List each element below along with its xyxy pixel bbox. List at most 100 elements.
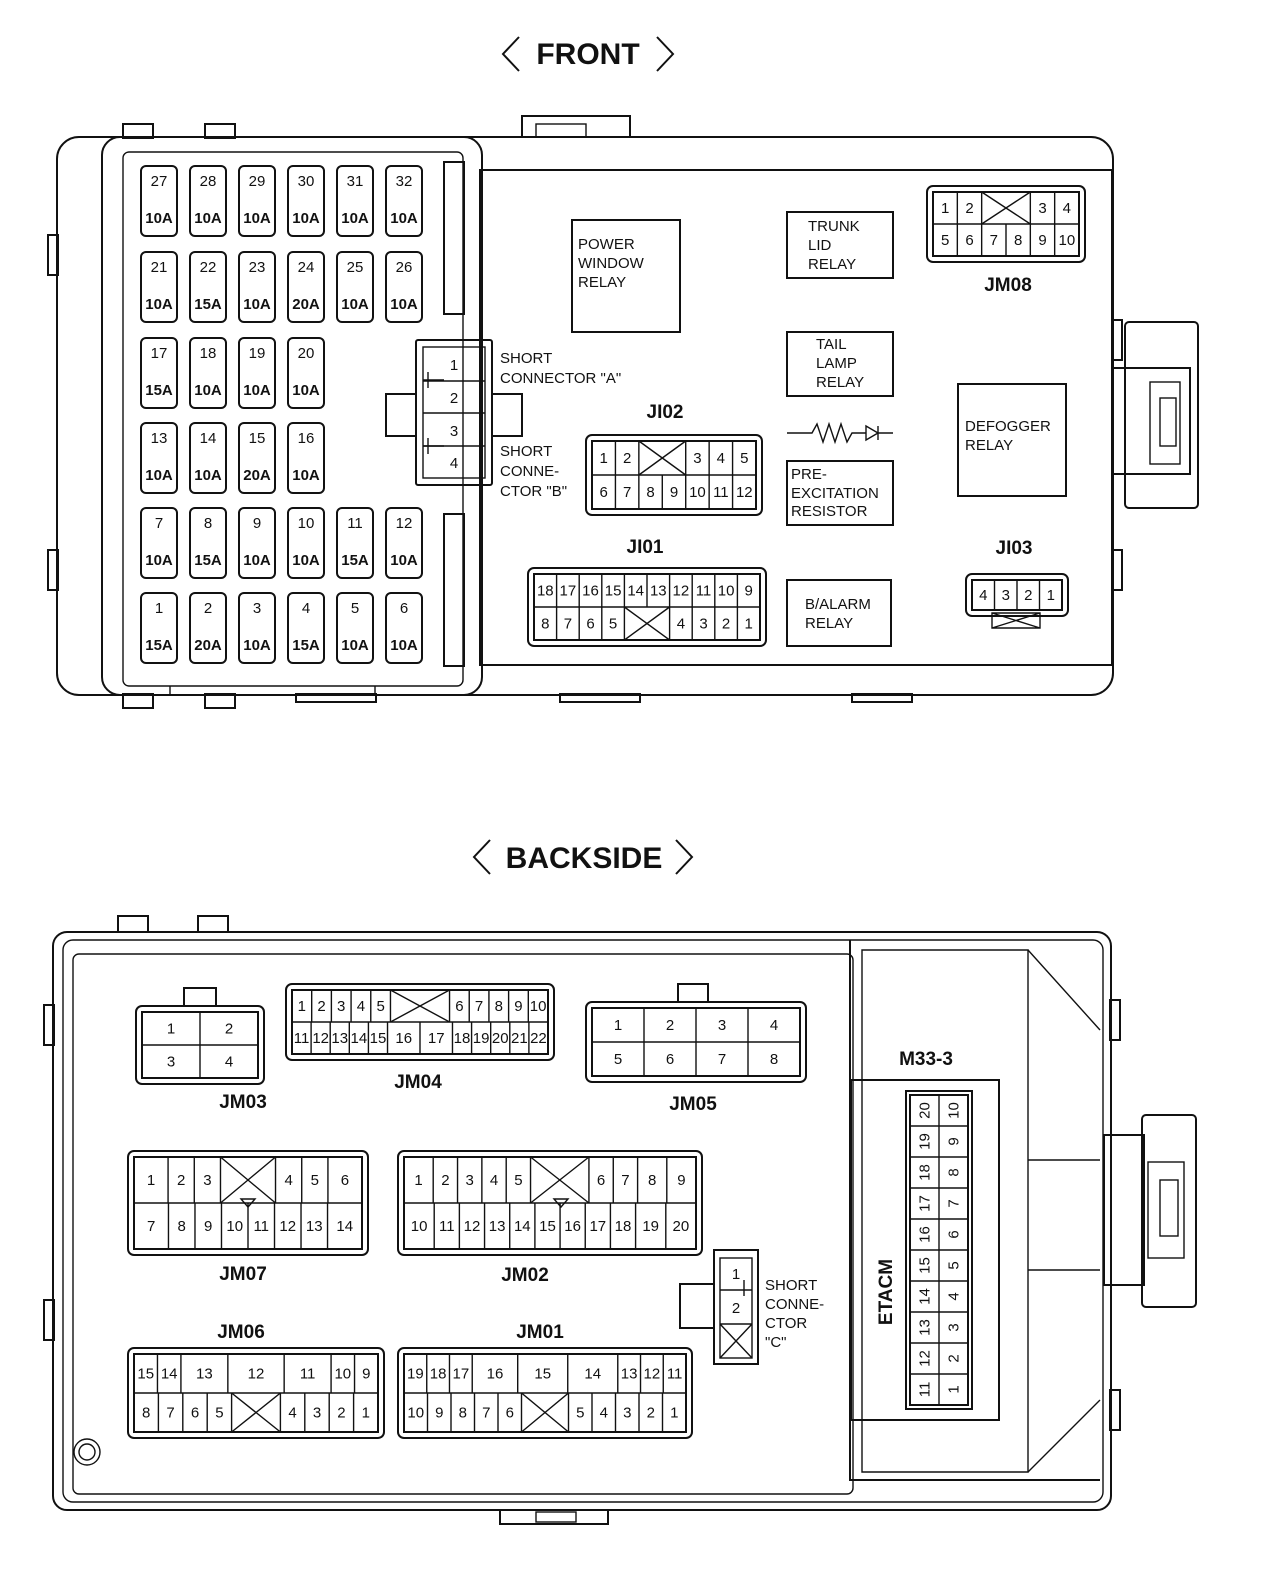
fuse-number: 21 bbox=[151, 259, 168, 276]
pin-16: 16 bbox=[395, 1030, 412, 1047]
pin-7: 7 bbox=[718, 1051, 726, 1068]
fuse-number: 17 bbox=[151, 345, 168, 362]
svg-text:SHORT: SHORT bbox=[500, 350, 552, 367]
pin-14: 14 bbox=[584, 1366, 601, 1383]
pin-7: 7 bbox=[990, 232, 998, 249]
ji01-label: JI01 bbox=[627, 537, 664, 558]
fuse-number: 4 bbox=[302, 600, 310, 617]
pin-2: 2 bbox=[623, 450, 631, 467]
fuse-number: 32 bbox=[396, 173, 413, 190]
fuse-number: 5 bbox=[351, 600, 359, 617]
pin-4: 4 bbox=[357, 998, 365, 1015]
pin-6: 6 bbox=[191, 1405, 199, 1422]
pin-5: 5 bbox=[941, 232, 949, 249]
fuse-number: 7 bbox=[155, 515, 163, 532]
fuse-rating: 10A bbox=[292, 467, 320, 484]
pin-9: 9 bbox=[946, 1137, 963, 1145]
pin-3: 3 bbox=[718, 1017, 726, 1034]
svg-text:LID: LID bbox=[808, 237, 832, 254]
pin-7: 7 bbox=[147, 1218, 155, 1235]
fuse-number: 6 bbox=[400, 600, 408, 617]
fuse-number: 3 bbox=[253, 600, 261, 617]
pin-1: 1 bbox=[745, 616, 753, 633]
pin-2: 2 bbox=[965, 200, 973, 217]
fuse-number: 18 bbox=[200, 345, 217, 362]
pin-11: 11 bbox=[713, 484, 729, 501]
svg-text:2: 2 bbox=[732, 1300, 740, 1317]
pin-1: 1 bbox=[147, 1172, 155, 1189]
svg-text:RELAY: RELAY bbox=[816, 374, 864, 391]
fuse-rating: 10A bbox=[390, 210, 418, 227]
short-connector-a-b: 1 2 3 4 SHORT CONNECTOR "A" SHORT CONNE-… bbox=[385, 339, 621, 500]
fuse-number: 22 bbox=[200, 259, 217, 276]
fuse-number: 11 bbox=[347, 515, 363, 532]
pin-17: 17 bbox=[589, 1218, 606, 1235]
fuse-rating: 15A bbox=[194, 552, 222, 569]
trunk-lid-relay: TRUNK LID RELAY bbox=[786, 211, 894, 279]
pin-2: 2 bbox=[317, 998, 325, 1015]
pin-5: 5 bbox=[311, 1172, 319, 1189]
fuse-rating: 10A bbox=[292, 552, 320, 569]
svg-text:B/ALARM: B/ALARM bbox=[805, 596, 871, 613]
pin-13: 13 bbox=[621, 1366, 638, 1383]
svg-text:EXCITATION: EXCITATION bbox=[791, 485, 879, 502]
fuse-rating: 10A bbox=[341, 210, 369, 227]
pin-6: 6 bbox=[506, 1405, 514, 1422]
backside-title: BACKSIDE bbox=[472, 839, 694, 875]
pin-10: 10 bbox=[334, 1366, 351, 1383]
svg-text:CTOR "B": CTOR "B" bbox=[500, 483, 567, 500]
pin-4: 4 bbox=[1063, 200, 1071, 217]
fuse-rating: 10A bbox=[243, 552, 271, 569]
pin-3: 3 bbox=[693, 450, 701, 467]
pin-4: 4 bbox=[946, 1292, 963, 1300]
pin-20: 20 bbox=[673, 1218, 690, 1235]
pin-15: 15 bbox=[539, 1218, 556, 1235]
pin-9: 9 bbox=[435, 1405, 443, 1422]
pin-6: 6 bbox=[597, 1172, 605, 1189]
pin-9: 9 bbox=[204, 1218, 212, 1235]
pin-15: 15 bbox=[370, 1030, 387, 1047]
svg-text:RELAY: RELAY bbox=[965, 437, 1013, 454]
fuse-rating: 10A bbox=[390, 296, 418, 313]
pin-5: 5 bbox=[215, 1405, 223, 1422]
pin-18: 18 bbox=[917, 1164, 934, 1181]
fuse-rating: 10A bbox=[341, 637, 369, 654]
pin-21: 21 bbox=[511, 1030, 528, 1047]
pin-1: 1 bbox=[941, 200, 949, 217]
pin-8: 8 bbox=[648, 1172, 656, 1189]
pin-4: 4 bbox=[225, 1054, 233, 1071]
pin-14: 14 bbox=[351, 1030, 368, 1047]
pin-13: 13 bbox=[489, 1218, 506, 1235]
jm08-label: JM08 bbox=[984, 275, 1032, 296]
pin-4: 4 bbox=[717, 450, 725, 467]
fuse-rating: 10A bbox=[194, 382, 222, 399]
pin-9: 9 bbox=[362, 1366, 370, 1383]
ji02-label: JI02 bbox=[647, 402, 684, 423]
svg-text:CTOR: CTOR bbox=[765, 1315, 807, 1332]
pin-2: 2 bbox=[722, 616, 730, 633]
pin-2: 2 bbox=[225, 1021, 233, 1038]
pin-15: 15 bbox=[137, 1366, 154, 1383]
pin-6: 6 bbox=[965, 232, 973, 249]
fuse-rating: 10A bbox=[243, 210, 271, 227]
fuse-number: 10 bbox=[298, 515, 315, 532]
pin-6: 6 bbox=[600, 484, 608, 501]
pin-3: 3 bbox=[1038, 200, 1046, 217]
pin-6: 6 bbox=[666, 1051, 674, 1068]
jm05-label: JM05 bbox=[669, 1094, 717, 1115]
svg-text:BACKSIDE: BACKSIDE bbox=[506, 842, 663, 875]
fuse-rating: 10A bbox=[194, 210, 222, 227]
pin-11: 11 bbox=[439, 1218, 455, 1235]
pin-7: 7 bbox=[482, 1405, 490, 1422]
fuse-rating: 10A bbox=[145, 210, 173, 227]
